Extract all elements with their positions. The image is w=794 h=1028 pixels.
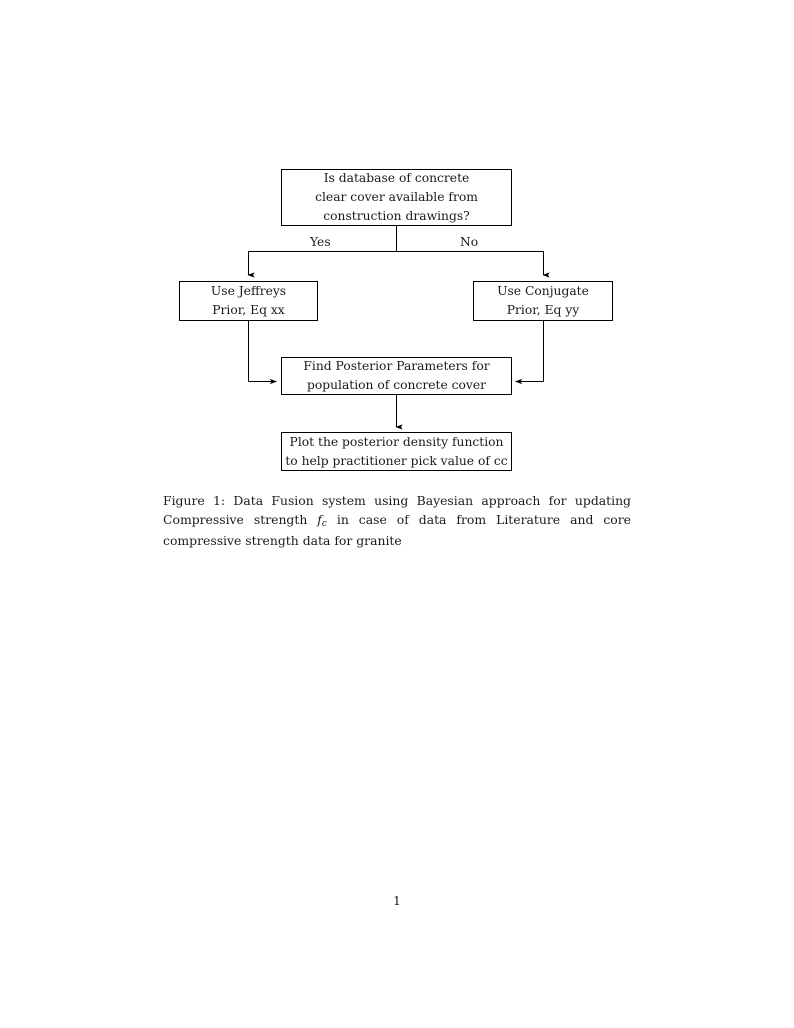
node-line: Prior, Eq xx [212,303,285,317]
node-line: Use Conjugate [497,284,589,299]
page-number: 1 [393,893,401,908]
node-line: Find Posterior Parameters for [303,359,490,374]
caption-text-after: in case of data from Literature and core… [163,511,632,548]
node-line: to help practitioner pick value of cc [285,453,508,468]
node-line: Is database of concrete [323,171,470,186]
figure-flowchart: Is database of concrete clear cover avai… [0,0,794,490]
node-find-posterior[interactable]: Find Posterior Parameters for population… [281,357,512,395]
node-jeffreys-prior[interactable]: Use Jeffreys Prior, Eq xx [179,281,318,321]
caption-label: Figure 1: [163,493,226,508]
caption-text-before: Data Fusion system using Bayesian approa… [163,493,631,527]
node-conjugate-prior[interactable]: Use Conjugate Prior, Eq yy [473,281,613,321]
node-line: clear cover available from [315,190,478,205]
flowchart-connectors [247,226,550,430]
node-line: population of concrete cover [306,378,487,392]
node-decision-database[interactable]: Is database of concrete clear cover avai… [281,169,512,226]
node-line: Prior, Eq yy [506,303,580,317]
node-line: Use Jeffreys [210,284,287,299]
node-line: construction drawings? [323,208,470,223]
caption-math-subscript: c [321,519,327,530]
node-line: Plot the posterior density function [289,434,504,449]
edge-label-no: No [457,236,482,248]
edge-label-yes: Yes [307,236,334,248]
caption-math-symbol: f [317,511,322,527]
figure-caption: Figure 1: Data Fusion system using Bayes… [163,492,631,550]
node-plot-posterior[interactable]: Plot the posterior density function to h… [281,432,512,471]
